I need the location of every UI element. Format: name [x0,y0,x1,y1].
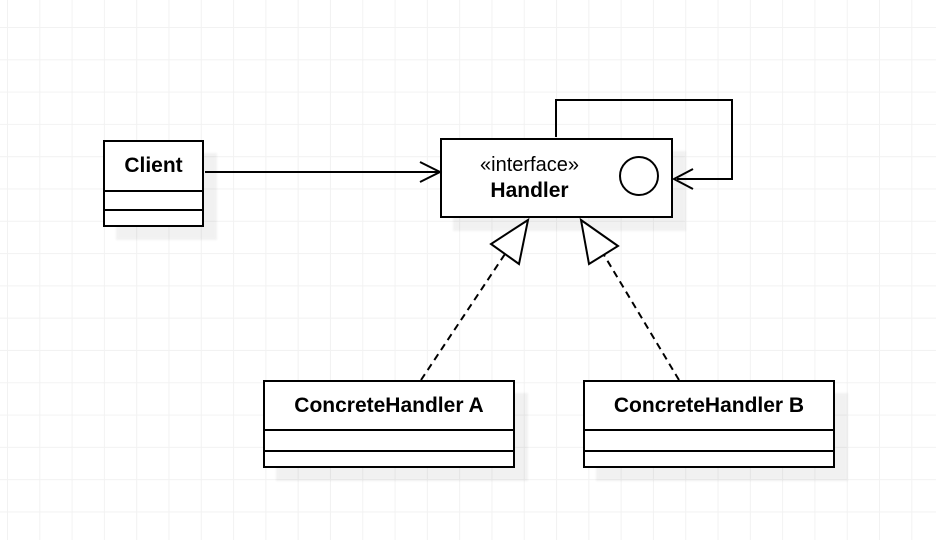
realization-dashed-line [603,254,680,381]
open-arrowhead-icon [419,161,443,183]
edge-realization-concrete-handler-b[interactable] [579,217,680,381]
interface-ball-icon [619,156,659,196]
interface-title-block: «interface» Handler [442,140,671,216]
class-node-client[interactable]: Client [103,140,204,227]
triangle-arrowhead-icon [489,217,530,266]
stereotype-label: «interface» [480,154,579,176]
operations-compartment [265,450,513,466]
class-node-concrete-handler-a[interactable]: ConcreteHandler A [263,380,515,468]
operations-compartment [105,209,202,225]
attributes-compartment [265,429,513,450]
class-name-label: ConcreteHandler A [294,393,484,417]
class-name-label: ConcreteHandler B [613,393,805,417]
attributes-compartment [585,429,833,450]
triangle-arrowhead-icon [579,217,620,266]
operations-compartment [585,450,833,466]
interface-name-label: Handler [490,179,569,202]
self-association-line [555,99,733,180]
attributes-compartment [105,190,202,209]
class-node-concrete-handler-b[interactable]: ConcreteHandler B [583,380,835,468]
interface-node-handler[interactable]: «interface» Handler [440,138,673,218]
edge-self-association-handler[interactable] [555,99,733,190]
open-arrowhead-icon [671,168,694,190]
edge-realization-concrete-handler-a[interactable] [420,217,530,381]
class-name-label: Client [124,154,183,177]
realization-dashed-line [420,253,506,381]
edge-association-client-to-handler[interactable] [205,161,443,183]
